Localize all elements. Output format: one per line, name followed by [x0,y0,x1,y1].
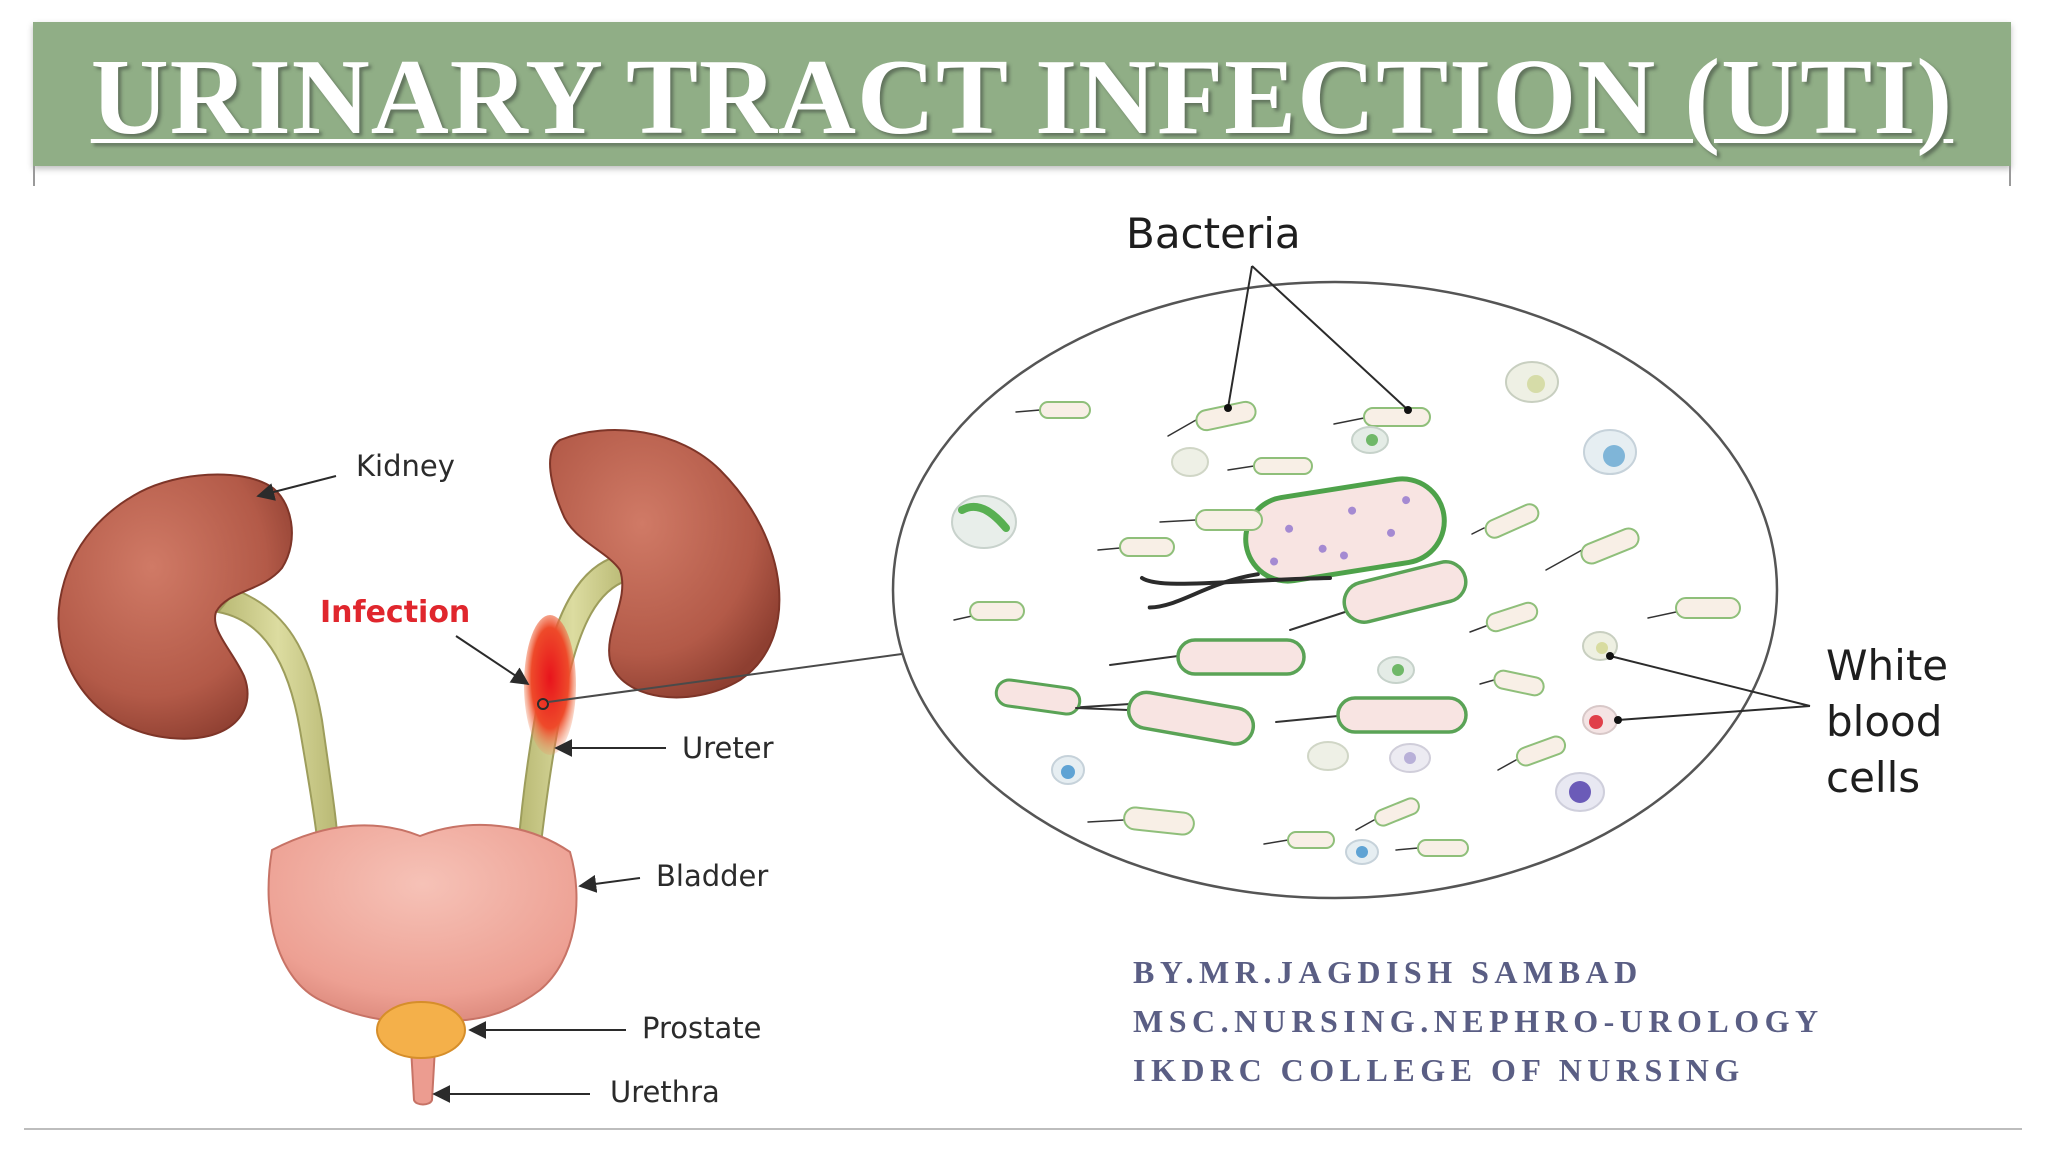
cell-nucleus [958,502,1010,532]
bacterium [1333,407,1431,427]
bacterium [1075,690,1256,746]
right-kidney [549,429,781,699]
cell [951,495,1017,549]
cell-nucleus [1392,664,1404,676]
bacterium [1109,638,1306,676]
slide-title: URINARY TRACT INFECTION (UTI) [90,38,1954,157]
bacterium [1015,401,1091,419]
bacteria-field [951,361,1741,865]
frame-line-right [2009,166,2011,186]
bacterium [1097,537,1175,557]
bacterium [1167,400,1257,437]
cell-nucleus [1569,781,1591,803]
bacterium [1289,560,1468,631]
bacterium [1275,696,1468,734]
bacterium [994,678,1131,716]
kidney-pointer [256,475,337,501]
frame-line-left [33,166,35,186]
bacterium [1087,806,1195,836]
cell-nucleus [1356,846,1368,858]
bladder-pointer [578,874,641,893]
bacteria-label: Bacteria [1126,209,1301,258]
cell [1171,447,1209,477]
kidney-label: Kidney [356,449,455,483]
author-name: BY.MR.JAGDISH SAMBAD [1133,954,1643,990]
cell-nucleus [1061,765,1075,779]
cell-nucleus [1589,715,1603,729]
bacterium [1159,509,1263,531]
ureter-label: Ureter [682,731,774,765]
infection-site [524,615,576,755]
zoom-connector [547,653,903,703]
magnified-view [891,280,1779,900]
bacteria-pointer-dot [1404,406,1412,414]
white-blood-cells-label-line1: White [1826,641,1948,690]
cell-nucleus [1603,445,1625,467]
cell [1307,741,1349,771]
wbc-pointer [1617,705,1811,721]
white-blood-cells-label-line2: blood [1826,697,1942,746]
bacterium [1469,601,1539,633]
bottom-rule [24,1128,2022,1130]
cell-nucleus [1527,375,1545,393]
bacterium [1263,831,1335,849]
urethra-label: Urethra [610,1075,720,1109]
bacterium [1227,457,1313,475]
cell-nucleus [1404,752,1416,764]
wbc-pointer-dot [1606,652,1614,660]
author-institution: IKDRC COLLEGE OF NURSING [1133,1052,1745,1088]
wbc-pointer-dot [1614,716,1622,724]
bacteria-pointer-dot [1224,404,1232,412]
bacterium [1545,527,1640,571]
infection-label: Infection [320,595,470,630]
bacteria-pointer [1227,265,1253,409]
white-blood-cells-label-line3: cells [1826,753,1920,802]
author-degree: MSC.NURSING.NEPHRO-UROLOGY [1133,1003,1824,1039]
bacterium [1355,797,1420,831]
wbc-pointer [1609,655,1811,707]
infection-pointer [455,635,530,685]
cell-nucleus [1366,434,1378,446]
bacterium [1479,669,1545,697]
bacterium [1497,735,1567,771]
cell-nucleus [1596,642,1608,654]
bacterium [1647,597,1741,619]
large-bacterium [1147,476,1447,610]
zoom-source-marker [537,698,549,710]
bacterium [1471,503,1540,539]
author-block: BY.MR.JAGDISH SAMBAD MSC.NURSING.NEPHRO-… [1133,948,1824,1095]
bladder [267,823,578,1024]
prostate [376,1001,466,1059]
bladder-label: Bladder [656,859,768,893]
bacterium [1395,839,1469,857]
bacteria-pointer [1251,265,1409,411]
prostate-label: Prostate [642,1011,761,1045]
bacterium [953,601,1025,621]
title-band: URINARY TRACT INFECTION (UTI) [33,22,2011,186]
